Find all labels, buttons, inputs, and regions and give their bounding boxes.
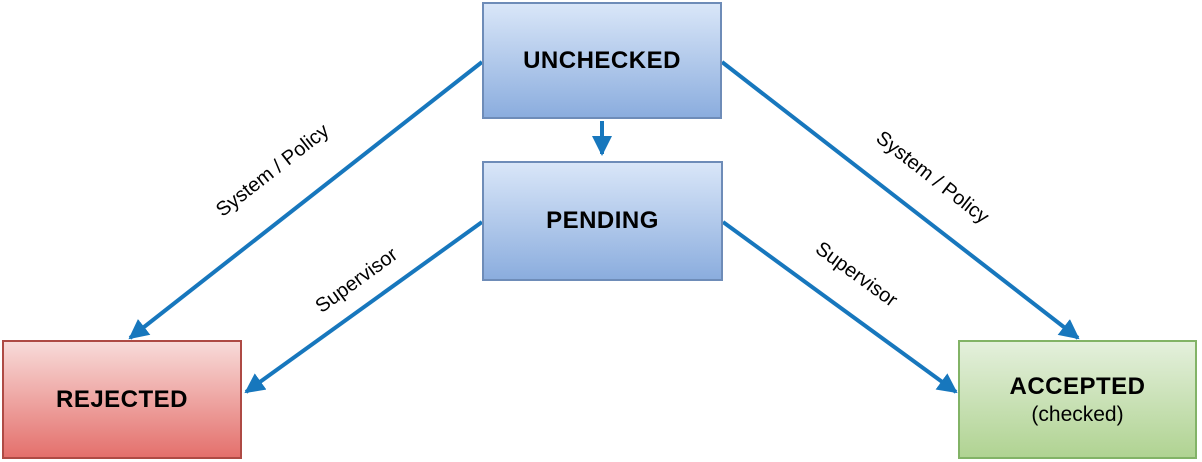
- edge-pending-to-rejected: [244, 220, 484, 394]
- edge-unchecked-to-accepted: [720, 60, 1080, 340]
- node-pending-label: PENDING: [546, 207, 659, 234]
- node-unchecked: UNCHECKED: [482, 2, 722, 119]
- node-unchecked-label: UNCHECKED: [523, 46, 681, 74]
- edge-pending-to-accepted: [721, 220, 958, 394]
- node-rejected: REJECTED: [2, 340, 242, 459]
- node-accepted-sublabel: (checked): [1031, 402, 1124, 426]
- node-accepted-label: ACCEPTED: [1009, 372, 1146, 400]
- node-accepted: ACCEPTED (checked): [958, 340, 1197, 459]
- node-rejected-label: REJECTED: [55, 385, 189, 413]
- node-pending: PENDING: [482, 161, 723, 281]
- edge-unchecked-to-rejected: [128, 60, 484, 340]
